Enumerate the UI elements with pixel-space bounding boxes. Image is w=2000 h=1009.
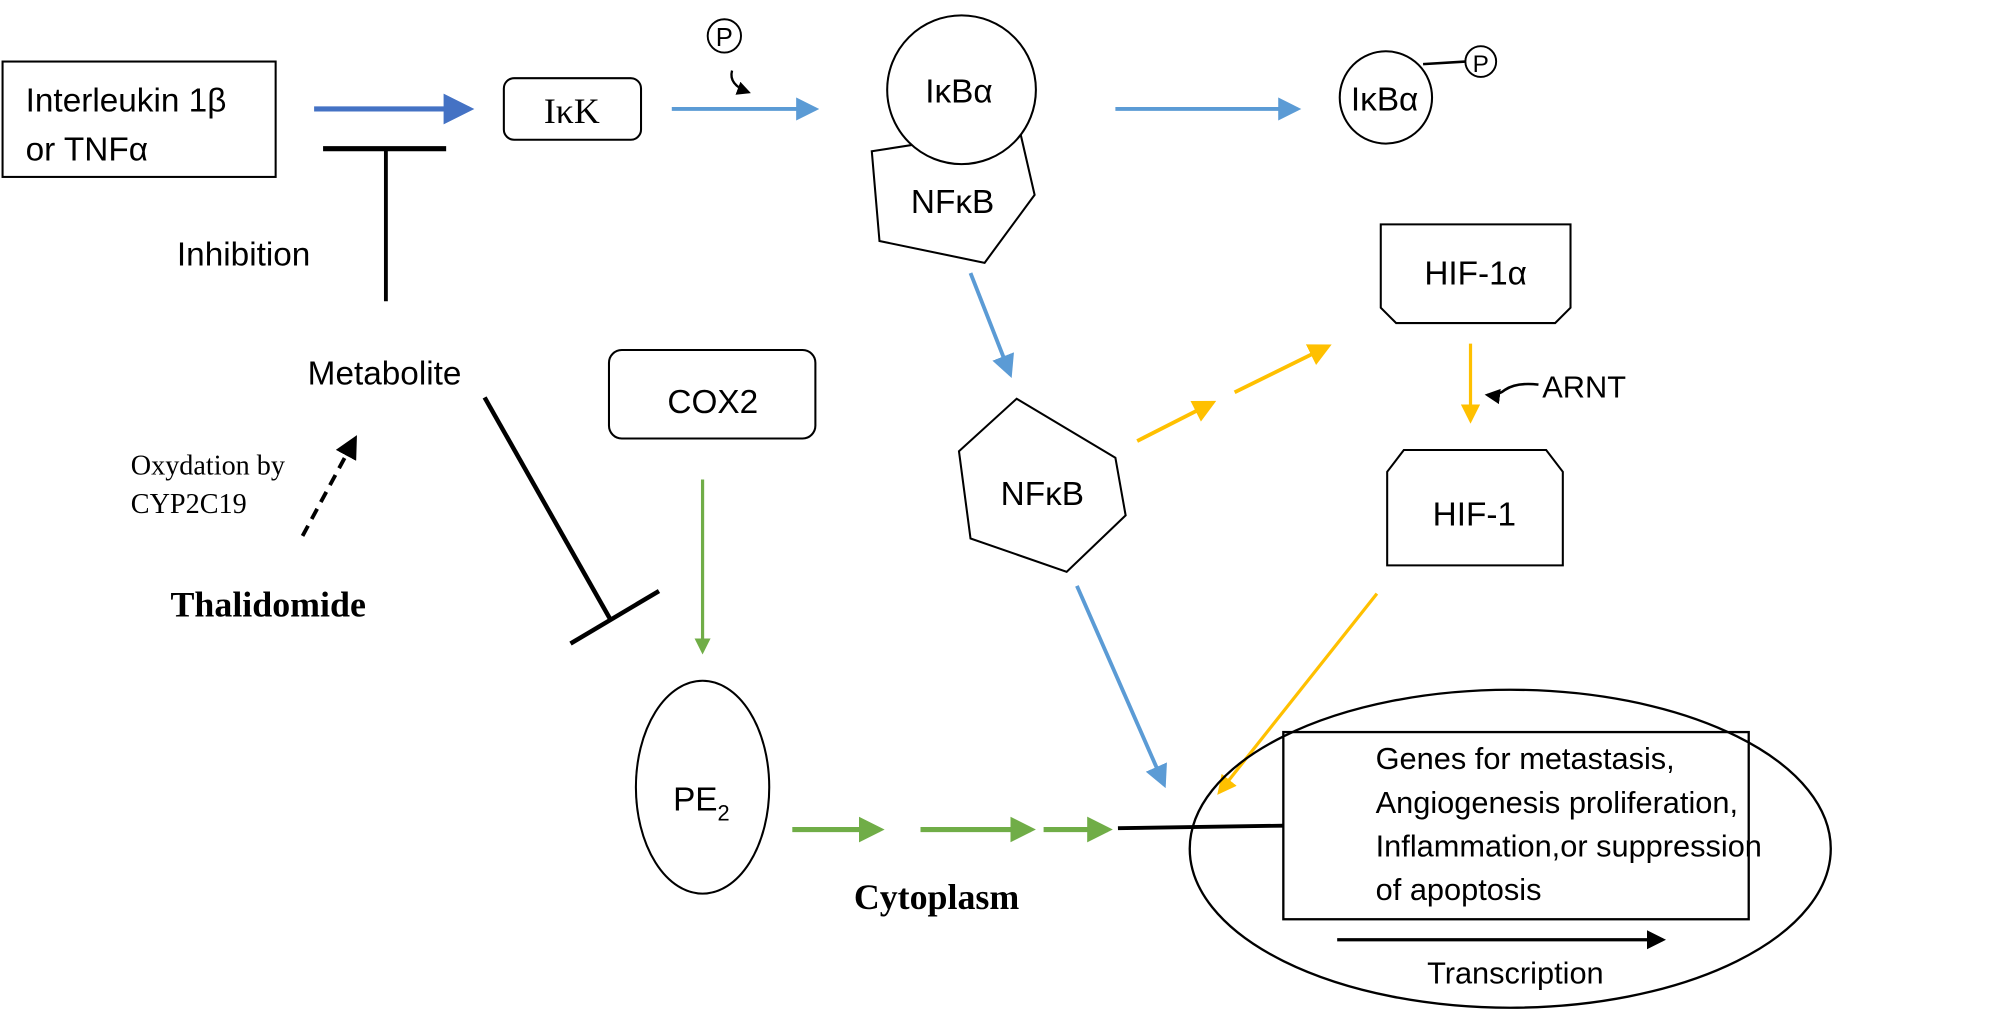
transcription-arrow-hif1-to-nucleus [1217, 592, 1379, 795]
hif1-label: HIF-1 [1433, 497, 1516, 534]
genes-label-line2: Angiogenesis proliferation, [1376, 785, 1738, 820]
ikba-phosphorylated-node: IκBα P [1338, 45, 1498, 145]
nfkb-ikba-complex: NFκB IκBα [870, 14, 1037, 264]
nfkb-free-node: NFκB [957, 397, 1127, 573]
stimulus-node: Interleukin 1β or TNFα [1, 60, 277, 178]
genes-label-line4: of apoptosis [1376, 872, 1542, 907]
arnt-binding-arrow [1484, 382, 1539, 405]
hif1a-node: HIF-1α [1379, 223, 1572, 325]
ikba-complex-label: IκBα [925, 74, 992, 111]
nucleus [1188, 688, 1832, 1009]
phosphate-icon: P [706, 18, 742, 54]
arnt-label: ARNT [1542, 369, 1626, 404]
hif1a-label: HIF-1α [1424, 256, 1527, 293]
svg-text:P: P [716, 24, 733, 52]
cox2-node: COX2 [607, 348, 817, 440]
ikba-complex-shape [886, 14, 1037, 166]
phosphate-bound-icon [1464, 45, 1498, 78]
nfkb-free-label: NFκB [1001, 476, 1084, 513]
oxidation-label-line2: CYP2C19 [131, 489, 247, 520]
cytoplasm-label: Cytoplasm [854, 877, 1020, 917]
cox2-label: COX2 [667, 384, 758, 421]
oxidation-arrow [300, 435, 357, 537]
induction-arrow-nfkb-to-hif1a-part1 [1136, 400, 1217, 443]
ikk-label: IκK [544, 91, 600, 131]
inhibition-bar-metabolite-to-stimulus [323, 146, 447, 302]
transcription-label: Transcription [1427, 955, 1604, 990]
induction-arrow-nfkb-to-hif1a-part2 [1233, 344, 1332, 395]
inhibition-label: Inhibition [177, 236, 310, 273]
translocation-arrow-complex-to-nfkb [968, 272, 1014, 378]
thalidomide-label: Thalidomide [171, 585, 366, 625]
nfkb-complex-label: NFκB [911, 184, 994, 221]
metabolite-label: Metabolite [308, 356, 462, 393]
genes-label-line3: Inflammation,or suppression [1376, 828, 1762, 863]
genes-label-line1: Genes for metastasis, [1376, 741, 1675, 776]
hif1-node: HIF-1 [1386, 448, 1564, 567]
ikk-node: IκK [502, 77, 643, 141]
phosphate-transfer-arrow [730, 70, 751, 95]
transcription-arrow-nfkb-to-nucleus [1075, 585, 1167, 789]
pe2-label: PE2 [673, 781, 730, 825]
stimulus-label-line2: or TNFα [26, 131, 148, 168]
inhibition-bar-metabolite-to-cox2 [482, 396, 661, 646]
target-genes-box: Genes for metastasis, Angiogenesis proli… [1282, 730, 1762, 921]
connector-line-to-genes [1117, 823, 1284, 831]
ikba-phosphorylated-label: IκBα [1351, 81, 1418, 118]
stimulus-label-line1: Interleukin 1β [26, 83, 227, 120]
pe2-node: PE2 [634, 679, 771, 895]
svg-text:P: P [1473, 51, 1489, 78]
oxidation-label-line1: Oxydation by [131, 450, 285, 481]
